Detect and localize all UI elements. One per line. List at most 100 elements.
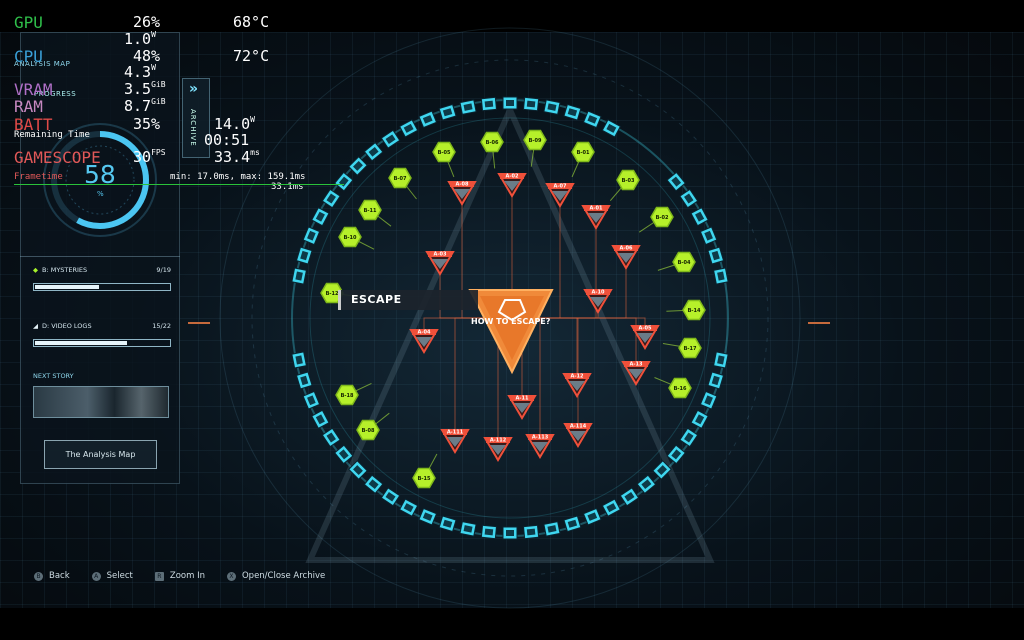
vram-value: 3.5GiB (124, 80, 166, 98)
batt-watts: 14.0W (214, 115, 255, 133)
vram-label: VRAM (14, 80, 53, 99)
mystery-node[interactable]: B-18 (335, 384, 359, 406)
video-logs-stat: ◢ D: VIDEO LOGS 15/22 (33, 322, 171, 347)
mysteries-stat: ◆ B: MYSTERIES 9/19 (33, 266, 171, 291)
chevron-right-icon: » (189, 81, 199, 97)
cross-button-icon: A (91, 571, 101, 581)
event-node[interactable]: A-114 (563, 423, 593, 448)
map-nodes[interactable]: B-07 B-05 B-06 B-09B-01B-03B-02B-04 B-11B-10… (320, 129, 706, 489)
ring-cell (380, 129, 401, 149)
mystery-node[interactable]: B-16 (668, 377, 692, 399)
event-node[interactable]: A-07 (545, 183, 575, 208)
panel-divider (20, 256, 180, 257)
square-button-icon: X (226, 571, 236, 581)
diamond-icon: ◆ (33, 266, 38, 274)
gpu-label: GPU (14, 13, 43, 32)
ring-cell (334, 171, 354, 192)
ring-cell (690, 409, 709, 430)
gamescope-ms: 33.4ms (214, 148, 260, 166)
mystery-node[interactable]: B-01 (571, 141, 595, 163)
event-node[interactable]: A-01 (581, 205, 611, 230)
archive-tab[interactable]: » ARCHIVE (182, 78, 210, 158)
ram-value: 8.7GiB (124, 97, 166, 115)
outer-dashed-ring (251, 59, 769, 577)
node-label: B-02 (656, 215, 669, 221)
ram-label: RAM (14, 97, 43, 116)
node-label: B-06 (486, 140, 499, 146)
node-label: A-12 (571, 374, 584, 380)
node-label: A-111 (447, 430, 464, 436)
ring-cell (438, 103, 457, 121)
ring-cell (363, 142, 384, 162)
mysteries-count: 9/19 (156, 266, 171, 274)
event-node[interactable]: A-12 (562, 373, 592, 398)
mysteries-label: B: MYSTERIES (42, 266, 88, 274)
mystery-node[interactable]: B-12 (320, 282, 344, 304)
gamescope-label: GAMESCOPE (14, 148, 101, 167)
ring-cells (291, 96, 729, 540)
mystery-node[interactable]: B-05 (432, 141, 456, 163)
node-label: B-14 (688, 308, 701, 314)
ring-cell (334, 444, 354, 465)
ring-cell (302, 226, 321, 246)
event-node[interactable]: A-11 (507, 395, 537, 420)
video-logs-count: 15/22 (152, 322, 171, 330)
analysis-map-button[interactable]: The Analysis Map (44, 440, 157, 469)
mystery-node[interactable]: B-11 (358, 199, 382, 221)
cpu-temp: 72°C (233, 47, 270, 65)
event-node[interactable]: A-06 (611, 245, 641, 270)
mystery-node[interactable]: B-08 (356, 419, 380, 441)
mystery-node[interactable]: B-15 (412, 467, 436, 489)
event-node[interactable]: A-04 (409, 329, 439, 354)
center-emblem-icon (497, 299, 527, 322)
event-node[interactable]: A-113 (525, 434, 555, 459)
next-story-thumbnail[interactable] (33, 386, 169, 418)
mystery-node[interactable]: B-06 (480, 131, 504, 153)
mystery-node[interactable]: B-04 (672, 251, 696, 273)
gpu-power: 1.0W (124, 30, 156, 48)
video-logs-bar-fill (35, 341, 128, 345)
ring-cell (438, 515, 457, 533)
ring-cell (601, 119, 622, 138)
event-node[interactable]: A-10 (583, 289, 613, 314)
mystery-node[interactable]: B-09 (523, 129, 547, 151)
ring-cell (679, 427, 699, 448)
node-label: A-11 (516, 396, 529, 402)
ring-cell (295, 371, 313, 390)
ring-cell (666, 444, 686, 465)
mystery-node[interactable]: B-02 (650, 206, 674, 228)
ring-cell (380, 487, 401, 507)
event-node[interactable]: A-13 (621, 361, 651, 386)
event-node[interactable]: A-112 (483, 437, 513, 462)
event-node[interactable]: A-05 (630, 325, 660, 350)
center-node[interactable] (468, 289, 554, 375)
outer-ring (219, 27, 801, 609)
mystery-node[interactable]: B-10 (338, 226, 362, 248)
mystery-node[interactable]: B-14 (682, 299, 706, 321)
ring-cell (321, 427, 341, 448)
ring-cell (522, 524, 540, 540)
ring-cell (707, 246, 725, 265)
mystery-node[interactable]: B-07 (388, 167, 412, 189)
event-node[interactable]: A-02 (497, 173, 527, 198)
video-logs-label: D: VIDEO LOGS (42, 322, 92, 330)
node-label: B-09 (529, 138, 542, 144)
event-node[interactable]: A-08 (447, 181, 477, 206)
event-node[interactable]: A-03 (425, 251, 455, 276)
node-label: B-10 (344, 235, 357, 241)
mystery-node[interactable]: B-03 (616, 169, 640, 191)
node-label: B-01 (577, 150, 590, 156)
mystery-node[interactable]: B-17 (678, 337, 702, 359)
batt-percent: 35% (133, 115, 161, 133)
event-node[interactable]: A-111 (440, 429, 470, 454)
node-label: B-03 (622, 178, 635, 184)
ring-cell (295, 246, 313, 265)
ring-cell (543, 521, 561, 537)
node-label: B-05 (438, 150, 451, 156)
diamond-icon: ◢ (33, 322, 38, 330)
